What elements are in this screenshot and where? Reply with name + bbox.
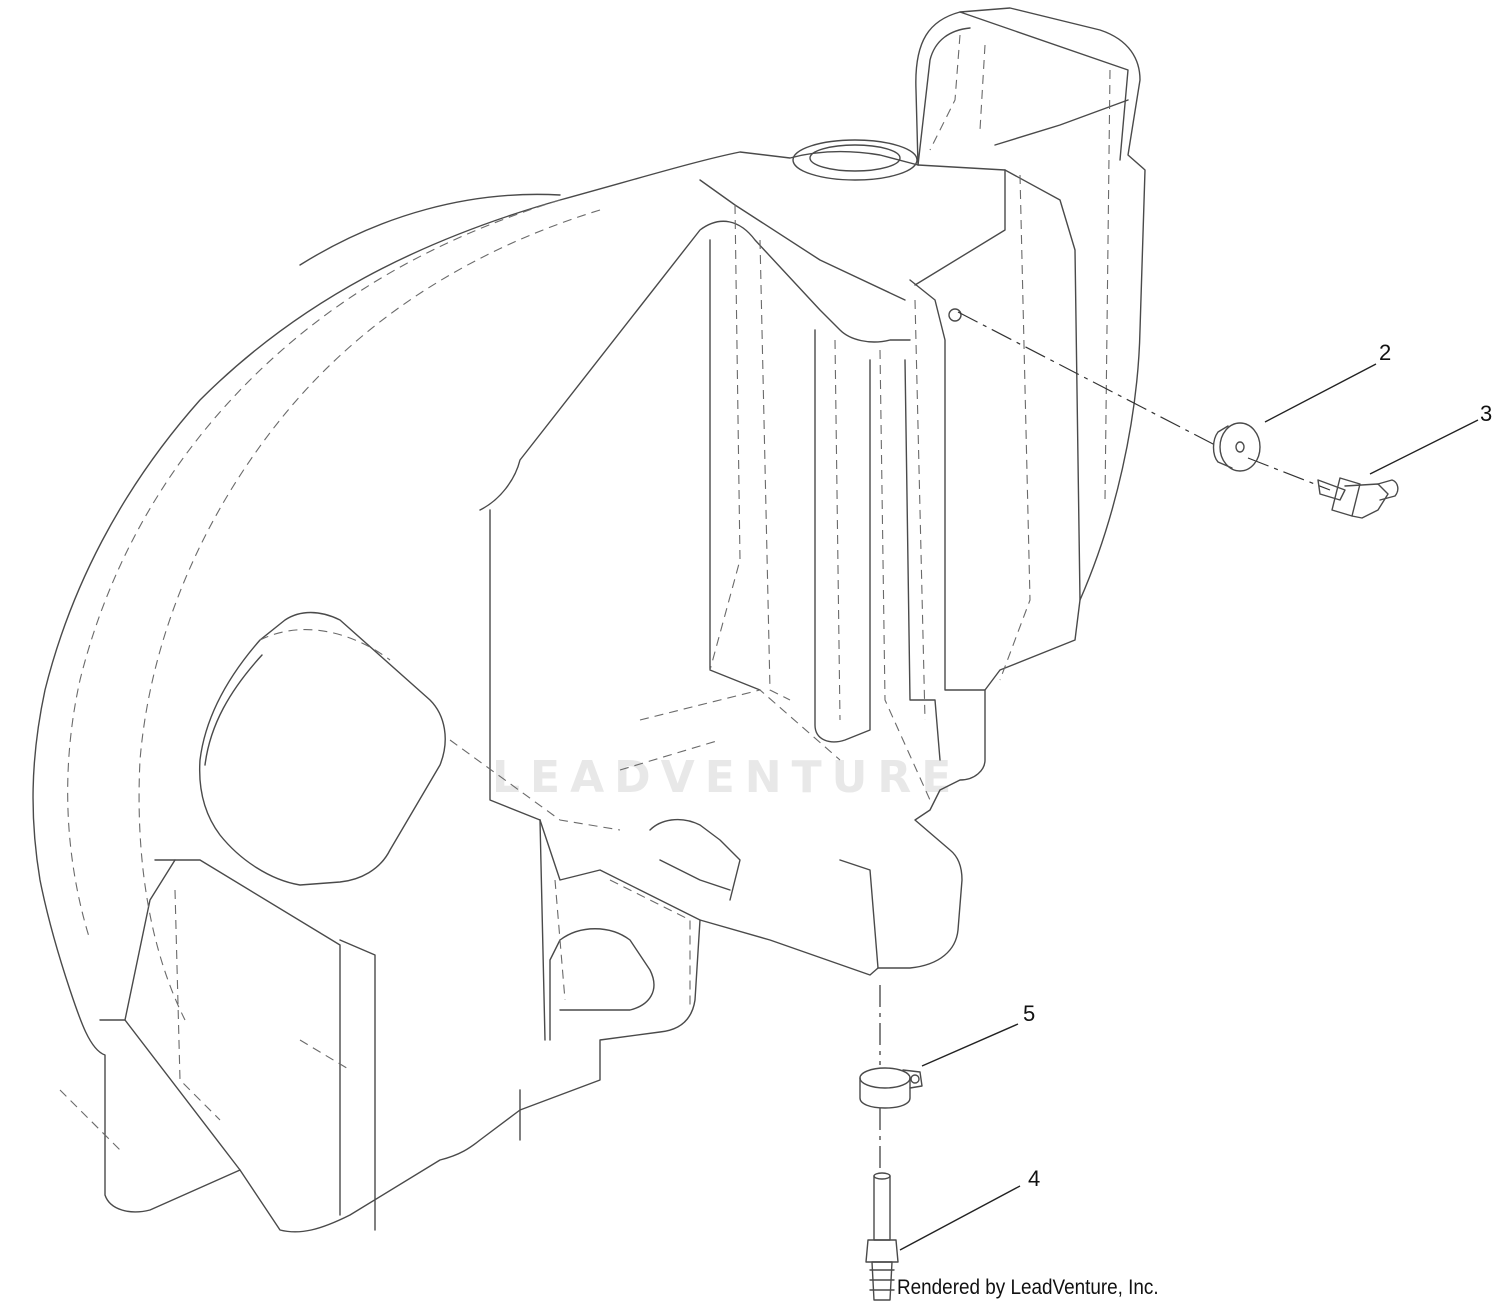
leader-3 <box>1369 419 1479 475</box>
hose-clamp <box>859 1067 923 1109</box>
tank-body <box>32 7 1146 1233</box>
credit-text: Rendered by LeadVenture, Inc. <box>897 1276 1159 1299</box>
leader-5 <box>921 1023 1019 1067</box>
grommet <box>1212 422 1261 472</box>
centerline-elbow <box>1247 457 1331 491</box>
watermark-text: LEADVENTURE <box>492 752 962 803</box>
elbow-fitting <box>1317 477 1399 519</box>
leader-4 <box>899 1185 1021 1251</box>
callout-5: 5 <box>1023 1001 1036 1026</box>
callout-2: 2 <box>1379 340 1392 365</box>
hose-barb-fitting <box>865 1172 899 1301</box>
callout-4: 4 <box>1028 1166 1041 1191</box>
callout-3: 3 <box>1480 401 1493 426</box>
centerline-grommet <box>957 311 1216 446</box>
leader-2 <box>1264 363 1377 423</box>
